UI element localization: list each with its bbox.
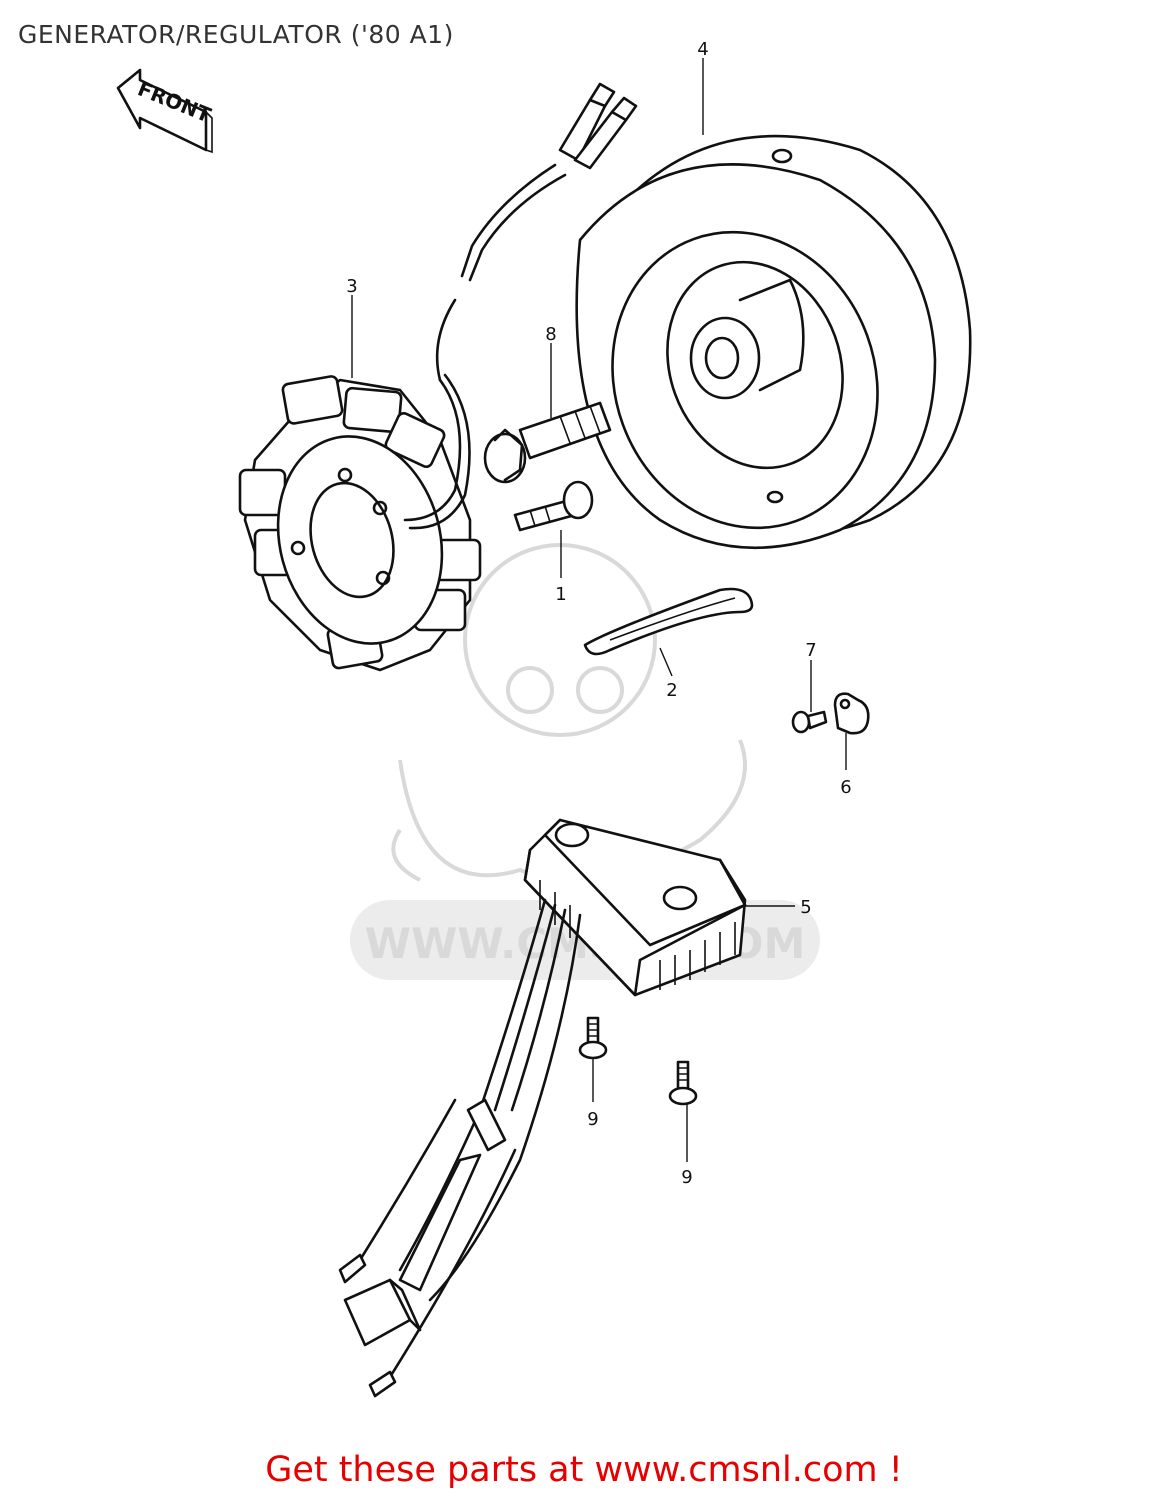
callout-3[interactable]: 3: [346, 276, 357, 297]
part-strap-2: [583, 587, 754, 656]
part-screw-7: [791, 710, 828, 734]
callout-9-a[interactable]: 9: [587, 1109, 598, 1130]
part-bolt-9a: [578, 1016, 608, 1060]
diagram-title: GENERATOR/REGULATOR ('80 A1): [18, 20, 454, 49]
callout-7[interactable]: 7: [805, 640, 816, 661]
part-stator: [238, 373, 482, 672]
callout-6[interactable]: 6: [840, 777, 851, 798]
part-rotor: [575, 134, 972, 550]
callout-5[interactable]: 5: [800, 897, 811, 918]
callout-leader-lines: [351, 58, 847, 1162]
part-regulator-5: [523, 818, 747, 997]
callout-2[interactable]: 2: [666, 680, 677, 701]
part-bolt-9b: [668, 1060, 698, 1106]
callout-1[interactable]: 1: [555, 584, 566, 605]
front-arrow: FRONT: [116, 68, 215, 154]
footer-link[interactable]: Get these parts at www.cmsnl.com !: [265, 1450, 903, 1490]
exploded-parts-diagram: WWW.CMSNL.COM FRONT: [116, 39, 972, 1398]
callout-8[interactable]: 8: [545, 324, 556, 345]
stator-wire-lead: [435, 82, 638, 382]
part-screw-1: [513, 480, 594, 532]
part-bolt-8: [483, 401, 612, 484]
callout-9-b[interactable]: 9: [681, 1167, 692, 1188]
regulator-wire-harness: [338, 898, 582, 1398]
callout-numbers: 4 3 8 1 2 7 6 5 9 9: [346, 39, 851, 1188]
part-clamp-6: [833, 692, 870, 735]
callout-4[interactable]: 4: [697, 39, 708, 60]
